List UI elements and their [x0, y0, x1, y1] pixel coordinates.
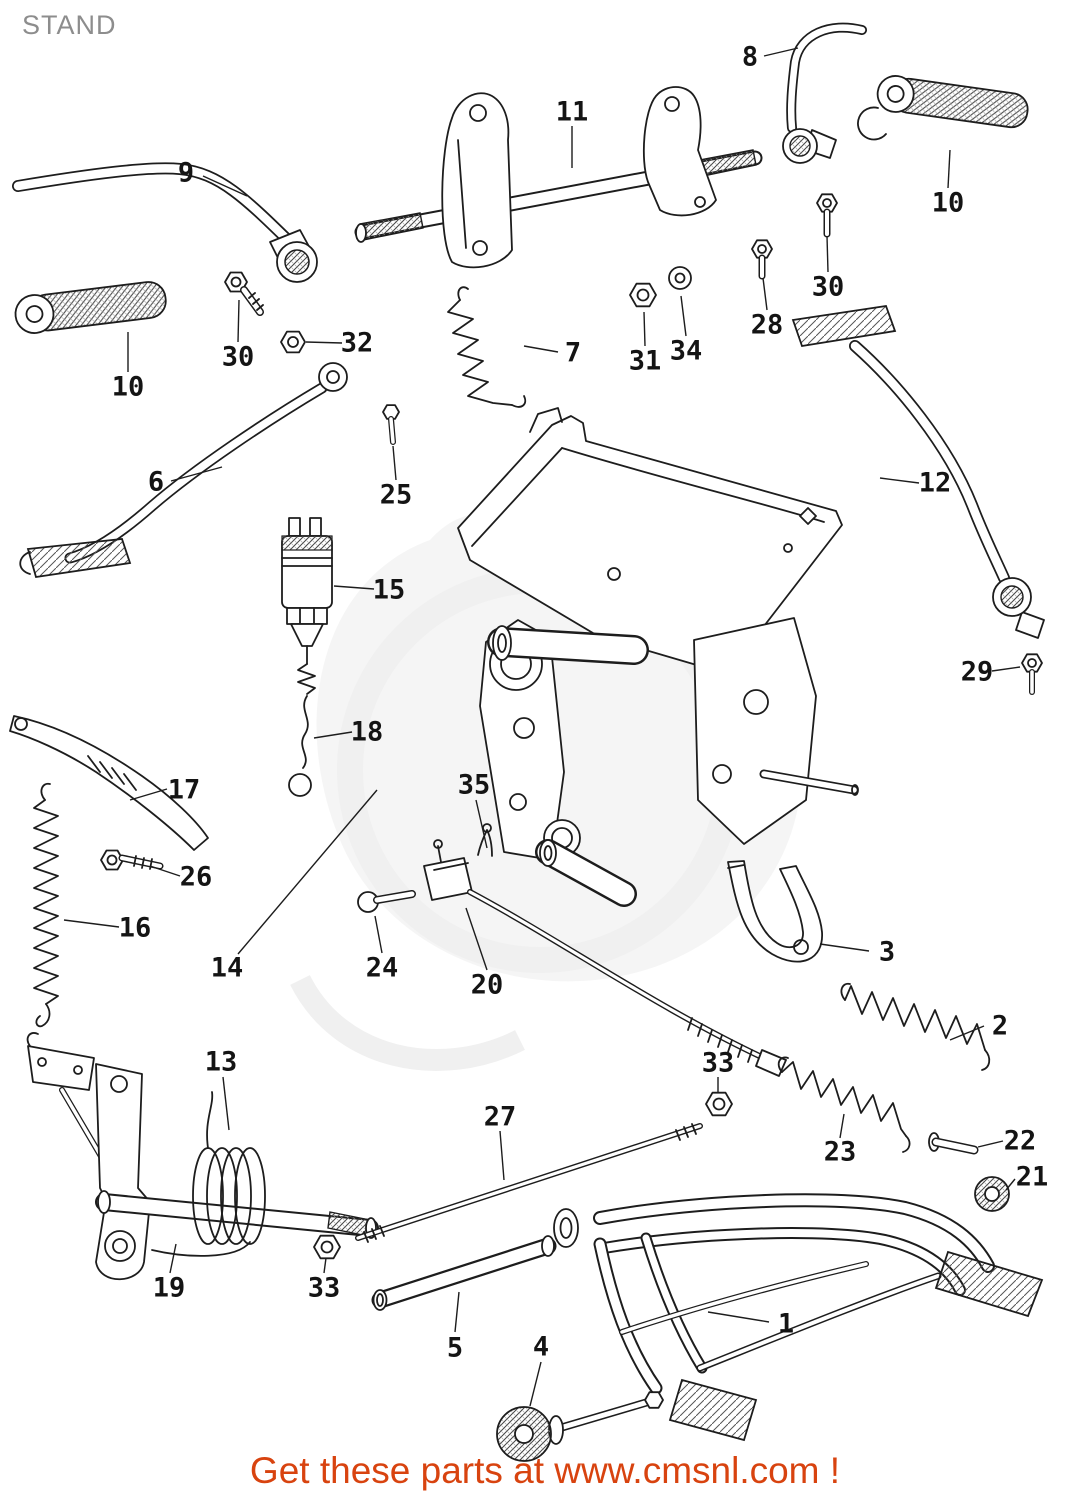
part-22-pin [928, 1132, 979, 1155]
part-15-stop-switch [281, 517, 333, 695]
callout-18: 18 [350, 716, 384, 748]
callout-19: 19 [152, 1272, 186, 1304]
part-32-nut [280, 330, 306, 354]
frame-bracket [457, 407, 859, 907]
part-10-left-grip [14, 281, 167, 334]
callout-7: 7 [564, 337, 582, 369]
callout-16: 16 [118, 912, 152, 944]
callout-21: 21 [1015, 1161, 1049, 1193]
part-17-arm [9, 715, 209, 851]
part-30-right-bolt [816, 193, 838, 238]
callout-17: 17 [167, 774, 201, 806]
part-23-spring [777, 1056, 911, 1153]
part-30-left-bolt [224, 271, 264, 316]
callout-25: 25 [379, 479, 413, 511]
part-1-main-stand [553, 1193, 1044, 1442]
part-2-spring [840, 982, 991, 1071]
part-24-clevis-pin [357, 890, 416, 913]
callout-14: 14 [210, 952, 244, 984]
part-34-washer [668, 266, 692, 290]
callout-5: 5 [446, 1332, 464, 1364]
part-33-upper-nut [705, 1091, 733, 1117]
callout-9: 9 [177, 157, 195, 189]
callout-30-right: 30 [811, 271, 845, 303]
part-5-pipe [371, 1235, 557, 1311]
callout-10-left: 10 [111, 371, 145, 403]
part-25-joint-bolt [382, 404, 400, 445]
callout-22: 22 [1003, 1125, 1037, 1157]
callout-15: 15 [372, 574, 406, 606]
callout-3: 3 [878, 936, 896, 968]
callout-13: 13 [204, 1046, 238, 1078]
part-8-lever [782, 22, 867, 164]
part-6-brake-pedal [19, 362, 348, 579]
part-10-right-grip [857, 75, 1029, 141]
part-3-bracket [727, 860, 823, 963]
part-13-pivot-spring [151, 1091, 266, 1257]
part-29-bolt [1021, 653, 1043, 695]
part-26-bolt [100, 849, 164, 871]
callout-2: 2 [991, 1010, 1009, 1042]
part-11-footrest-bar-assy [354, 86, 763, 269]
c-clip [857, 106, 887, 141]
leader-lines [63, 47, 1021, 1407]
part-18-hook-spring [288, 695, 312, 797]
part-27-rod [355, 1123, 703, 1243]
cmsnl-link[interactable]: Get these parts at www.cmsnl.com ! [249, 1450, 841, 1491]
part-28-bolt [751, 239, 773, 280]
callout-27: 27 [483, 1101, 517, 1133]
callout-8: 8 [741, 41, 759, 73]
callout-33-lower: 33 [307, 1272, 341, 1304]
callout-33-upper: 33 [701, 1047, 735, 1079]
part-20-rod-joint [423, 839, 787, 1077]
callout-29: 29 [960, 656, 994, 688]
callout-20: 20 [470, 969, 504, 1001]
callout-32: 32 [340, 327, 374, 359]
part-16-spring [33, 782, 59, 1028]
callout-1: 1 [777, 1308, 795, 1340]
callout-28: 28 [750, 309, 784, 341]
callout-26: 26 [179, 861, 213, 893]
callout-23: 23 [823, 1136, 857, 1168]
part-7-spring [447, 286, 527, 408]
part-21-cap-nut [974, 1176, 1010, 1212]
part-31-nut [629, 282, 657, 308]
part-12-kick-pedal [791, 305, 1045, 639]
callout-12: 12 [918, 467, 952, 499]
callout-30-left: 30 [221, 341, 255, 373]
callout-35: 35 [457, 769, 491, 801]
callout-24: 24 [365, 952, 399, 984]
callout-4: 4 [532, 1331, 550, 1363]
page-title: STAND [22, 10, 117, 40]
part-4-stopper-rubber [496, 1391, 664, 1462]
part-9-footrest-bar [12, 162, 318, 283]
callout-6: 6 [147, 466, 165, 498]
callout-31: 31 [628, 345, 662, 377]
callout-34: 34 [669, 335, 703, 367]
callout-10-right: 10 [931, 187, 965, 219]
callout-11: 11 [555, 96, 589, 128]
part-33-lower-nut [313, 1234, 341, 1260]
